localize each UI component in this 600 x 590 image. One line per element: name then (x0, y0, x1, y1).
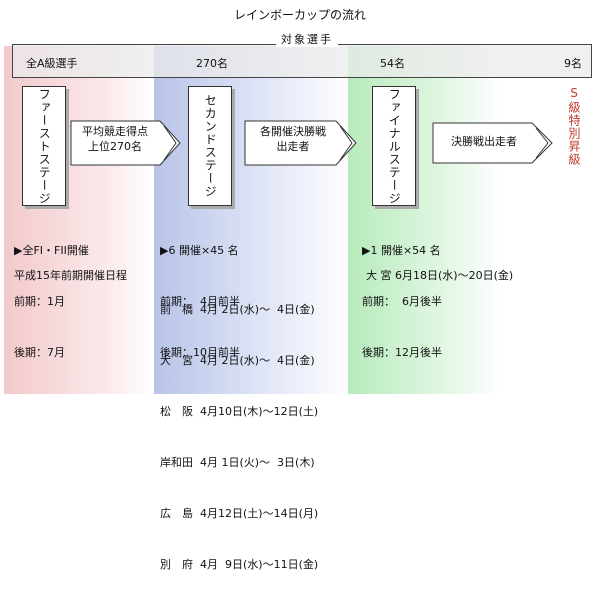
target-count-270: 270名 (196, 57, 228, 70)
second-info-line3: 後期：10月前半 (160, 346, 240, 359)
target-all-a-class: 全A級選手 (26, 57, 78, 70)
final-info-line3: 後期：12月後半 (362, 346, 442, 359)
final-info-line1: ▶1 開催×54 名 (362, 244, 441, 257)
first-stage-label: ファーストステージ (37, 87, 52, 205)
first-stage-box: ファーストステージ (22, 86, 66, 206)
final-info-line2: 前期： 6月後半 (362, 295, 442, 308)
target-count-54: 54名 (380, 57, 405, 70)
target-players-label: 対象選手 (276, 31, 338, 47)
schedule-row: 大 宮 4月 2日(水)～ 4日(金) (160, 354, 315, 367)
schedule-row: 岸和田 4月 1日(火)～ 3日(木) (160, 456, 315, 469)
schedule-row: 別 府 4月 9日(水)～11日(金) (160, 558, 319, 571)
target-count-9: 9名 (564, 57, 582, 70)
second-info-line1: ▶6 開催×45 名 (160, 244, 239, 257)
second-stage-box: セカンドステージ (188, 86, 232, 206)
first-info-line1: ▶全FI・FII開催 (14, 244, 89, 257)
first-info-line3: 後期：7月 (14, 346, 65, 359)
first-info-line2: 前期：1月 (14, 295, 65, 308)
arrow-first-to-second-label: 平均競走得点 上位270名 (72, 125, 158, 155)
s-class-promotion-label: S級特別昇級 (567, 86, 581, 166)
arrow-final-to-s-class (432, 122, 553, 164)
target-players-box (12, 44, 592, 78)
schedule-row: 広 島 4月12日(土)～14日(月) (160, 507, 319, 520)
final-stage-info: ▶1 開催×54 名 前期： 6月後半 後期：12月後半 (362, 208, 442, 378)
arrow-first-to-second (70, 120, 181, 166)
second-stage-band (154, 46, 348, 394)
final-stage-label: ファイナルステージ (387, 87, 402, 205)
diagram-title: レインボーカップの流れ (233, 8, 366, 22)
second-stage-info: ▶6 開催×45 名 前期： 4月前半 後期：10月前半 (160, 208, 240, 378)
arrow-second-to-final-label: 各開催決勝戦 出走者 (248, 125, 338, 155)
final-stage-box: ファイナルステージ (372, 86, 416, 206)
second-info-line2: 前期： 4月前半 (160, 295, 240, 308)
second-stage-schedule: 前 橋 4月 2日(水)～ 4日(金) 大 宮 4月 2日(水)～ 4日(金) … (160, 267, 318, 590)
arrow-final-to-s-class-label: 決勝戦出走者 (451, 135, 517, 148)
arrow1-label-line1: 平均競走得点 (82, 125, 148, 138)
arrow2-label-line2: 出走者 (276, 139, 310, 153)
arrow2-label-line1: 各開催決勝戦 (260, 125, 326, 138)
schedule-row: 前 橋 4月 2日(水)～ 4日(金) (160, 303, 315, 316)
schedule-heading: 平成15年前期開催日程 (14, 269, 127, 282)
second-stage-label: セカンドステージ (203, 94, 218, 198)
final-stage-schedule: 大 宮 6月18日(水)～20日(金) (366, 269, 514, 282)
arrow1-label-line2: 上位270名 (88, 139, 142, 153)
arrow-second-to-final (244, 120, 357, 166)
schedule-row: 松 阪 4月10日(木)～12日(土) (160, 405, 319, 418)
first-stage-info: ▶全FI・FII開催 前期：1月 後期：7月 (14, 208, 89, 378)
